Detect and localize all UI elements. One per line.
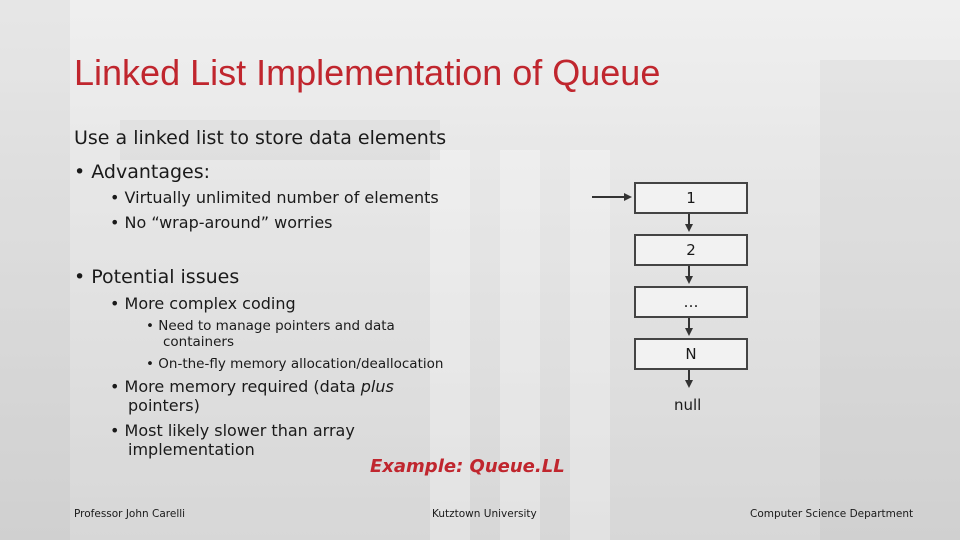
background-tree xyxy=(820,60,960,540)
list-node-ellipsis: … xyxy=(634,286,748,318)
footer-institution: Kutztown University xyxy=(432,508,537,520)
null-terminator: null xyxy=(674,396,702,414)
memory-continuation: pointers) xyxy=(128,396,200,415)
issue-item-memory: More memory required (data plus xyxy=(110,377,394,396)
slide-title: Linked List Implementation of Queue xyxy=(74,52,661,93)
slower-text: Most likely slower than array xyxy=(124,421,355,440)
background-column xyxy=(570,150,610,540)
background-shadow xyxy=(0,0,70,540)
sub-issue-label: On-the-fly memory allocation/deallocatio… xyxy=(158,356,444,372)
sub-issue-item: On-the-fly memory allocation/deallocatio… xyxy=(146,356,443,372)
advantage-item-label: Virtually unlimited number of elements xyxy=(124,188,439,207)
footer-department: Computer Science Department xyxy=(750,508,914,520)
background-column xyxy=(500,150,540,540)
sub-issue-continuation: containers xyxy=(163,334,235,350)
list-node: 2 xyxy=(634,234,748,266)
background-column xyxy=(430,150,470,540)
sub-issue-item: Need to manage pointers and data xyxy=(146,318,395,334)
slower-continuation: implementation xyxy=(128,440,255,459)
advantage-item: Virtually unlimited number of elements xyxy=(110,188,439,207)
advantage-item-label: No “wrap-around” worries xyxy=(124,213,333,232)
memory-emphasis: plus xyxy=(360,377,394,396)
intro-text: Use a linked list to store data elements xyxy=(74,127,447,149)
advantage-item: No “wrap-around” worries xyxy=(110,213,333,232)
list-node: N xyxy=(634,338,748,370)
sub-issue-label: Need to manage pointers and data xyxy=(158,318,395,334)
issue-item: More complex coding xyxy=(110,294,296,313)
bullet-advantages: Advantages: xyxy=(74,161,210,183)
issue-item-label: More complex coding xyxy=(124,294,296,313)
bullet-issues-label: Potential issues xyxy=(91,266,240,288)
background-roofline xyxy=(120,120,440,160)
example-label: Example: Queue.LL xyxy=(370,456,565,477)
list-node: 1 xyxy=(634,182,748,214)
bullet-advantages-label: Advantages: xyxy=(91,161,211,183)
footer-author: Professor John Carelli xyxy=(74,508,186,520)
issue-item-slower: Most likely slower than array xyxy=(110,421,355,440)
memory-text: More memory required (data xyxy=(124,377,361,396)
bullet-potential-issues: Potential issues xyxy=(74,266,239,288)
